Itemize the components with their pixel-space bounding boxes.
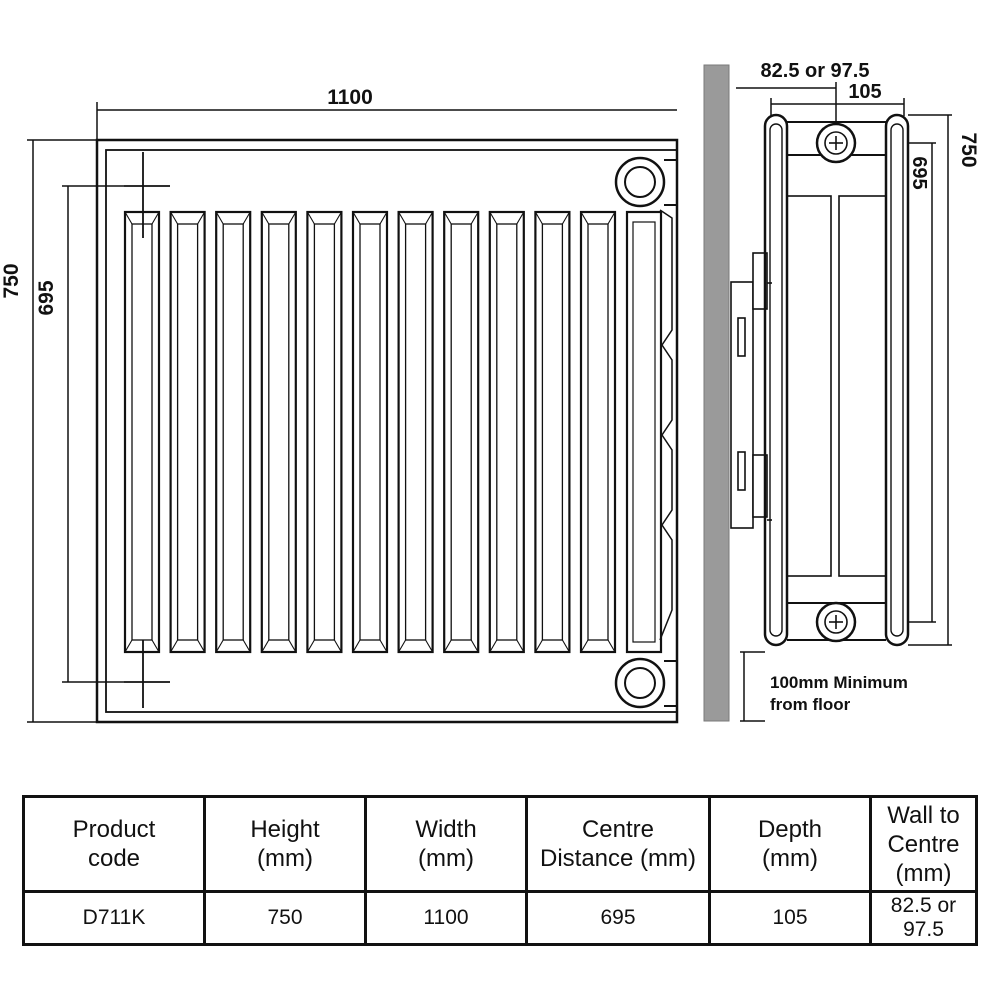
cell-wall-to-centre: 82.5 or 97.5 — [869, 890, 978, 946]
depth-dimension-label: 105 — [848, 81, 881, 103]
cell-width: 1100 — [364, 890, 528, 946]
cell-centre-distance: 695 — [525, 890, 711, 946]
radiator-fin — [260, 210, 297, 654]
radiator-fin — [579, 210, 617, 654]
height-dimension-label: 750 — [0, 263, 23, 298]
radiator-fin — [443, 210, 480, 654]
radiator-fin — [123, 210, 161, 654]
wall-bracket — [730, 252, 772, 529]
radiator-side-zigzag — [659, 209, 673, 641]
header-product-code: Product code — [22, 795, 206, 893]
header-height: Height (mm) — [203, 795, 367, 893]
radiator-fin — [397, 210, 434, 654]
radiator-inner-frame — [105, 149, 678, 713]
radiator-fin — [169, 210, 206, 654]
radiator-side-channel-inner — [632, 221, 656, 643]
width-dimension-label: 1100 — [327, 86, 373, 109]
radiator-side-profile — [763, 113, 910, 647]
header-centre-distance: Centre Distance (mm) — [525, 795, 711, 893]
table-header-row: Product code Height (mm) Width (mm) Cent… — [22, 795, 978, 893]
top-valve — [614, 156, 678, 208]
top-bracket-marker — [124, 152, 170, 238]
radiator-fin — [306, 210, 343, 654]
wall-centre-dimension-label: 82.5 or 97.5 — [761, 60, 870, 82]
bottom-bracket-marker — [124, 640, 170, 708]
floor-note-line2: from floor — [770, 695, 851, 714]
side-height-dimension-label: 750 — [957, 132, 980, 167]
header-width: Width (mm) — [364, 795, 528, 893]
radiator-fin — [215, 210, 252, 654]
centre-dimension-label: 695 — [35, 280, 58, 315]
cell-depth: 105 — [708, 890, 872, 946]
radiator-side-channel — [625, 210, 663, 654]
side-view: 82.5 or 97.5 105 750 695 100mm Minimum f… — [703, 60, 980, 722]
specification-table: Product code Height (mm) Width (mm) Cent… — [22, 795, 978, 946]
side-centre-dimension-label: 695 — [908, 156, 930, 189]
floor-clearance-marker — [740, 651, 765, 722]
front-view: 1100 750 695 — [0, 86, 679, 724]
floor-note-line1: 100mm Minimum — [770, 673, 908, 692]
cell-product-code: D711K — [22, 890, 206, 946]
cell-height: 750 — [203, 890, 367, 946]
wall — [703, 64, 730, 722]
side-top-valve — [815, 122, 857, 164]
bottom-valve — [614, 657, 678, 709]
header-depth: Depth (mm) — [708, 795, 872, 893]
radiator-fin — [351, 210, 389, 654]
side-bottom-valve — [815, 601, 857, 643]
radiator-fin — [488, 210, 525, 654]
radiator-dimension-diagram: 1100 750 695 — [0, 60, 980, 724]
radiator-fin — [534, 210, 571, 654]
header-wall-to-centre: Wall to Centre (mm) — [869, 795, 978, 893]
table-row: D711K 750 1100 695 105 82.5 or 97.5 — [22, 890, 978, 946]
radiator-fins — [123, 210, 617, 654]
